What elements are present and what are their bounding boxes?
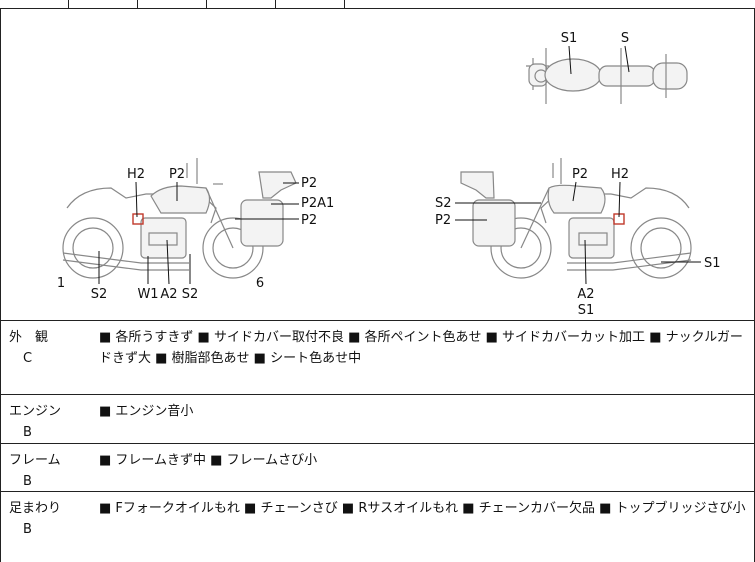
label-right-p2: P2 (572, 167, 588, 182)
label-left-a2: A2 (160, 287, 177, 302)
label-top-s1: S1 (561, 31, 578, 46)
category-label: 足まわり (9, 501, 62, 516)
label-right-s2: S2 (435, 196, 452, 211)
condition-table: 外 観 C ■ 各所うすきず ■ サイドカバー取付不良 ■ 各所ペイント色あせ … (0, 321, 755, 562)
category-label: 外 観 (9, 330, 49, 345)
label-top-s: S (621, 31, 629, 46)
grade-label: B (23, 522, 32, 537)
label-right-p2-left: P2 (435, 213, 451, 228)
label-left-s2: S2 (91, 287, 108, 302)
label-left-h2: H2 (127, 167, 145, 182)
motorcycle-top-view (526, 48, 688, 104)
condition-notes: ■ 各所うすきず ■ サイドカバー取付不良 ■ 各所ペイント色あせ ■ サイドカ… (99, 330, 743, 366)
grade-label: C (23, 351, 33, 366)
grade-label: B (23, 425, 32, 440)
motorcycle-diagram-svg: S1 S (57, 31, 721, 318)
damage-diagram: S1 S (0, 8, 755, 321)
label-left-6: 6 (256, 276, 264, 291)
label-left-p2-lower: P2 (301, 213, 317, 228)
motorcycle-right-view (460, 158, 692, 279)
condition-notes: ■ フレームきず中 ■ フレームさび小 (99, 453, 318, 468)
condition-row-suspension: 足まわり B ■ Fフォークオイルもれ ■ チェーンさび ■ Rサスオイルもれ … (1, 492, 754, 562)
condition-row-exterior: 外 観 C ■ 各所うすきず ■ サイドカバー取付不良 ■ 各所ペイント色あせ … (1, 321, 754, 395)
label-left-p2a1: P2A1 (301, 196, 334, 211)
label-right-s1: S1 (704, 256, 721, 271)
label-right-s1b: S1 (578, 303, 595, 318)
condition-row-engine: エンジン B ■ エンジン音小 (1, 395, 754, 444)
top-table-strip (0, 0, 754, 9)
label-left-p2: P2 (169, 167, 185, 182)
label-left-s2b: S2 (182, 287, 199, 302)
label-left-1: 1 (57, 276, 65, 291)
label-right-h2: H2 (611, 167, 629, 182)
condition-notes: ■ Fフォークオイルもれ ■ チェーンさび ■ Rサスオイルもれ ■ チェーンカ… (99, 501, 746, 516)
label-left-p2-upper: P2 (301, 176, 317, 191)
grade-label: B (23, 474, 32, 489)
label-right-a2: A2 (577, 287, 594, 302)
motorcycle-left-view (62, 158, 297, 279)
category-label: エンジン (9, 404, 62, 419)
condition-row-frame: フレーム B ■ フレームきず中 ■ フレームさび小 (1, 444, 754, 492)
condition-notes: ■ エンジン音小 (99, 404, 194, 419)
category-label: フレーム (9, 453, 61, 468)
label-left-w1: W1 (137, 287, 158, 302)
